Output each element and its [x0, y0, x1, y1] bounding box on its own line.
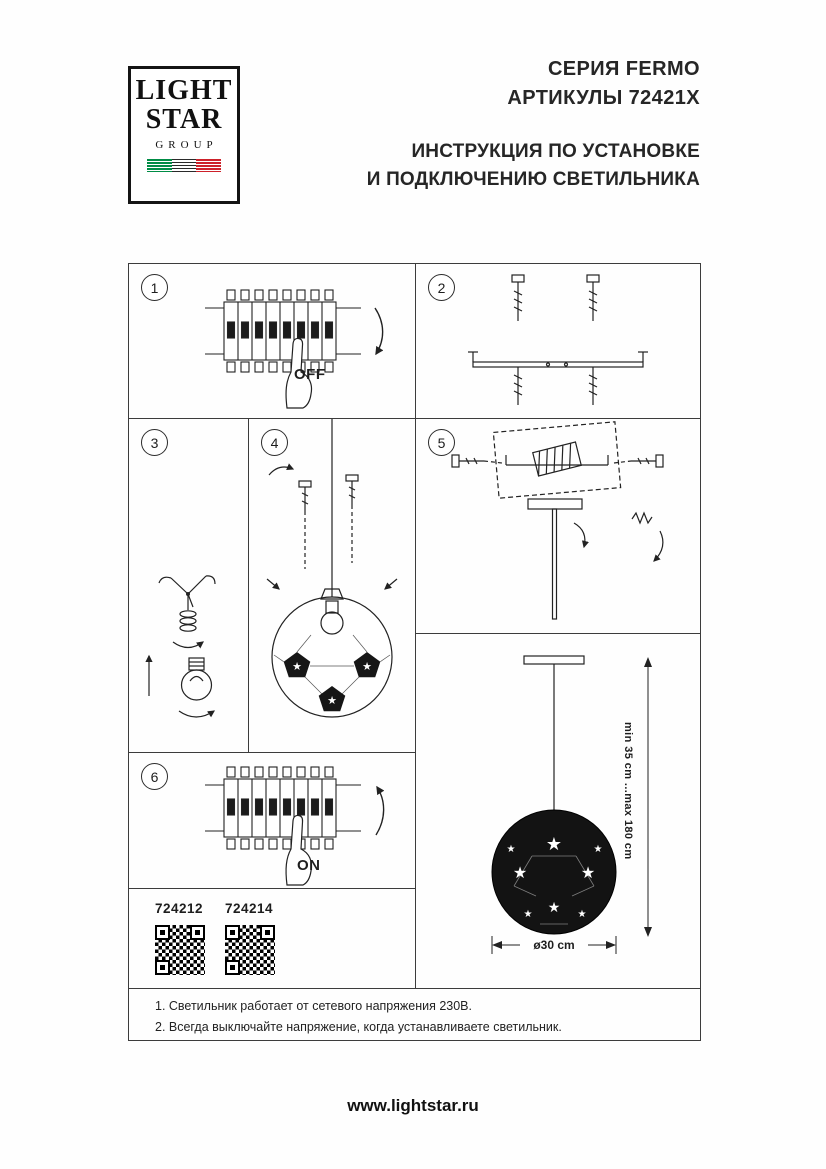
- note-1: 1. Светильник работает от сетевого напря…: [155, 999, 472, 1013]
- grid-line: [128, 988, 701, 989]
- step-4-cell: 4: [249, 419, 415, 752]
- step-3-cell: 3: [129, 419, 248, 752]
- logo-line3: GROUP: [155, 139, 218, 152]
- mounting-bracket-drawing: [468, 274, 648, 405]
- qr-code-right: [225, 925, 275, 975]
- lamp-dimensions-cell: ★ ★ ★ ★ ★ ★ ★ ★ min 35 cm ...max: [416, 634, 700, 988]
- doc-title-line1: ИНСТРУКЦИЯ ПО УСТАНОВКЕ: [411, 141, 700, 162]
- step-5-cell: 5: [416, 419, 700, 633]
- circuit-breaker-on-drawing: [205, 766, 385, 886]
- arrow-up-icon: [375, 785, 385, 836]
- off-label: OFF: [294, 366, 326, 383]
- svg-text:★: ★: [548, 900, 561, 916]
- qr-code-left: [155, 925, 205, 975]
- grid-line: [700, 263, 701, 1041]
- step-4-number: 4: [261, 429, 288, 456]
- step-5-number: 5: [428, 429, 455, 456]
- dimension-lines: [491, 657, 652, 954]
- product-code-right: 724214: [225, 901, 274, 916]
- product-code-left: 724212: [155, 901, 204, 916]
- step-2-cell: 2: [416, 264, 700, 418]
- grid-line: [128, 1040, 701, 1041]
- svg-text:★: ★: [507, 844, 516, 855]
- website-url: www.lightstar.ru: [347, 1096, 479, 1115]
- svg-text:★: ★: [513, 863, 527, 882]
- ceiling-fixing-drawing: [451, 421, 664, 620]
- svg-text:★: ★: [327, 694, 337, 707]
- series-title: СЕРИЯ FERMO: [547, 58, 700, 80]
- pointing-hand-icon: [285, 337, 313, 409]
- svg-text:★: ★: [362, 660, 372, 673]
- logo-line2: STAR: [145, 103, 223, 135]
- step-6-cell: 6: [129, 753, 415, 888]
- grid-line: [128, 263, 129, 1040]
- svg-text:★: ★: [546, 834, 562, 855]
- pointing-hand-icon: [285, 814, 313, 886]
- safety-notes: 1. Светильник работает от сетевого напря…: [155, 996, 562, 1039]
- svg-text:★: ★: [594, 844, 603, 855]
- hook-and-bulb-drawing: [145, 575, 216, 718]
- grid-line: [128, 752, 416, 753]
- svg-text:★: ★: [524, 909, 533, 920]
- grid-line: [248, 418, 249, 752]
- arrow-down-icon: [374, 307, 384, 356]
- italian-flag-icon: [147, 159, 222, 173]
- svg-text:★: ★: [578, 909, 587, 920]
- step-6-number: 6: [141, 763, 168, 790]
- grid-line: [128, 888, 416, 889]
- grid-line: [128, 263, 701, 264]
- doc-title-line2: И ПОДКЛЮЧЕНИЮ СВЕТИЛЬНИКА: [366, 169, 700, 190]
- step-2-number: 2: [428, 274, 455, 301]
- codes-cell: 724212 724214: [129, 889, 415, 988]
- articles-title: АРТИКУЛЫ 72421X: [507, 87, 700, 109]
- diameter-dimension-label: ø30 cm: [533, 938, 575, 952]
- pendant-lamp-drawing: ★ ★ ★ ★ ★ ★ ★ ★: [491, 655, 652, 954]
- svg-text:★: ★: [581, 863, 595, 882]
- note-2: 2. Всегда выключайте напряжение, когда у…: [155, 1020, 562, 1035]
- on-label: ON: [297, 857, 321, 874]
- shade-assembly-drawing: ★ ★ ★: [266, 419, 398, 718]
- step-1-number: 1: [141, 274, 168, 301]
- circuit-breaker-off-drawing: [205, 289, 384, 409]
- grid-line: [415, 633, 701, 634]
- grid-line: [415, 263, 416, 988]
- grid-line: [128, 418, 701, 419]
- svg-text:★: ★: [292, 660, 302, 673]
- logo-line1: LIGHT: [135, 75, 233, 106]
- step-1-cell: 1: [129, 264, 415, 418]
- lightstar-logo: LIGHT STAR GROUP: [128, 66, 240, 204]
- step-3-number: 3: [141, 429, 168, 456]
- height-dimension-label: min 35 cm ...max 180 cm: [622, 722, 634, 860]
